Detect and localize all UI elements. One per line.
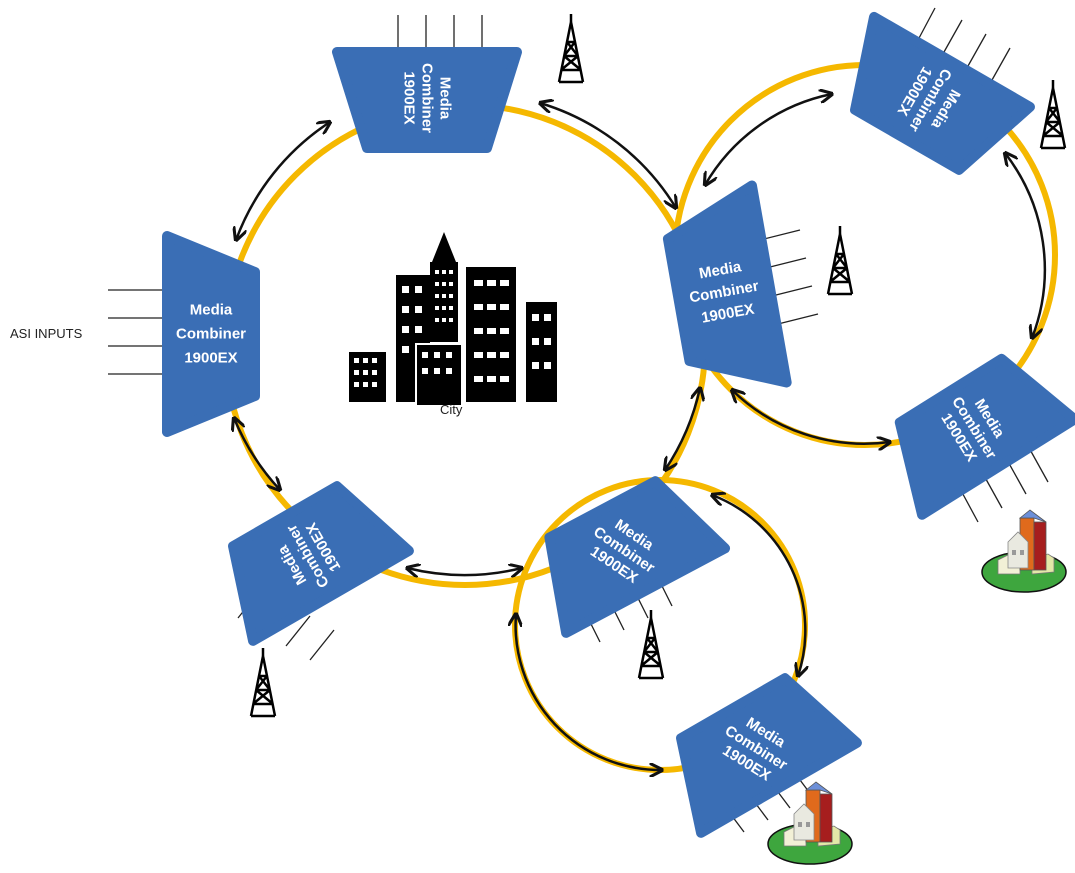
village-icon xyxy=(767,781,853,865)
arrow-link xyxy=(712,495,805,676)
node-label-line2: Combiner xyxy=(176,326,246,343)
media-combiner-shape xyxy=(662,180,792,388)
media-combiner-shape xyxy=(162,231,260,437)
asi-inputs-label: ASI INPUTS xyxy=(10,326,83,341)
node-bottom-left: Media Combiner 1900EX xyxy=(228,481,414,646)
village-icon xyxy=(981,509,1067,593)
arrow-link xyxy=(732,390,890,444)
arrow-link xyxy=(1005,153,1047,338)
antenna-tower-icon xyxy=(249,646,277,718)
arrow-link xyxy=(516,614,662,770)
antenna-tower-icon xyxy=(637,608,665,680)
node-top: Media Combiner 1900EX xyxy=(332,47,522,153)
node-right: Media Combiner 1900EX xyxy=(894,353,1075,520)
node-label-line1: Media xyxy=(437,77,454,120)
media-combiner-shape xyxy=(332,47,522,153)
media-combiner-shape xyxy=(676,673,862,838)
antenna-tower-icon xyxy=(1039,78,1067,150)
node-label-line2: Combiner xyxy=(419,63,436,133)
node-top-right: Media Combiner 1900EX xyxy=(850,11,1035,175)
node-label-line3: 1900EX xyxy=(401,71,418,124)
node-bottom: Media Combiner 1900EX xyxy=(676,673,862,838)
arrow-link xyxy=(665,388,700,470)
node-label-line1: Media xyxy=(190,302,233,319)
arrow-link xyxy=(540,103,676,208)
signal-lines xyxy=(108,7,1049,833)
city-label: City xyxy=(440,402,463,417)
city-skyline-icon xyxy=(349,232,557,407)
node-center-right: Media Combiner 1900EX xyxy=(662,180,792,388)
arrow-segments xyxy=(234,94,1047,770)
media-combiner-shape xyxy=(544,476,731,638)
antenna-tower-icon xyxy=(826,224,854,296)
node-left: Media Combiner 1900EX xyxy=(162,231,260,437)
arrow-link xyxy=(234,418,280,490)
arrow-link xyxy=(236,122,330,240)
media-combiner-shape xyxy=(850,11,1035,175)
node-bottom-center: Media Combiner 1900EX xyxy=(544,476,731,638)
media-combiner-shape xyxy=(228,481,414,646)
antenna-tower-icon xyxy=(557,12,585,84)
arrow-link xyxy=(407,568,522,575)
node-label-line3: 1900EX xyxy=(184,350,237,367)
arrow-link xyxy=(705,94,832,185)
